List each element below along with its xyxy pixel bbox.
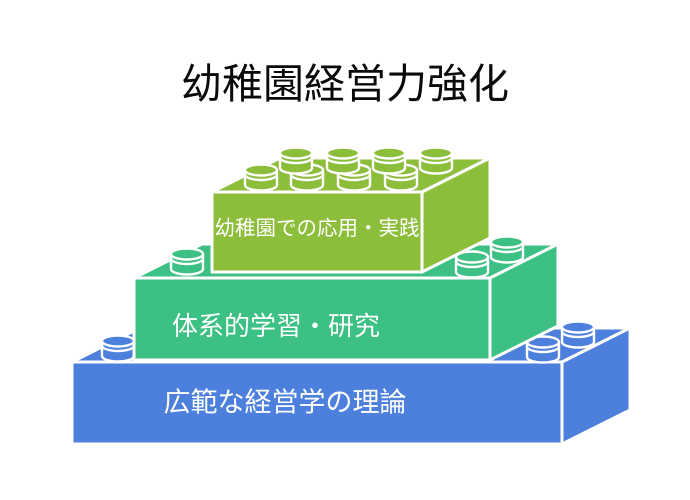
lego-stud: [243, 163, 279, 192]
brick-bottom-label: 広範な経営学の理論: [164, 387, 407, 417]
lego-stud: [100, 334, 136, 363]
lego-stud: [454, 250, 490, 279]
lego-stud: [169, 247, 205, 276]
brick-middle: 体系的学習・研究: [132, 235, 560, 362]
brick-middle-front-face: [132, 276, 492, 362]
brick-middle-label: 体系的学習・研究: [172, 311, 380, 341]
lego-stud: [489, 235, 525, 264]
brick-top: 幼稚園での応用・実践: [210, 146, 492, 274]
lego-stud: [371, 146, 407, 175]
page-title: 幼稚園経営力強化: [181, 61, 509, 107]
lego-stud: [325, 146, 361, 175]
brick-top-front-face: [210, 190, 424, 274]
lego-stud: [278, 146, 314, 175]
lego-stud: [418, 146, 454, 175]
brick-bottom-front-face: [70, 360, 564, 446]
lego-stud: [560, 320, 596, 349]
brick-top-label: 幼稚園での応用・実践: [215, 217, 420, 240]
